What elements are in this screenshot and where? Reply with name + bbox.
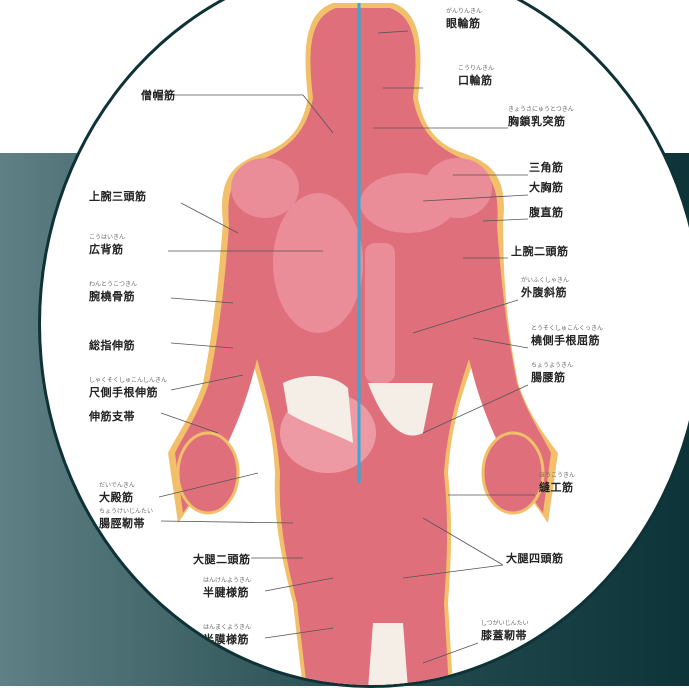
- label-latissimus-dorsi: 広背筋: [89, 241, 124, 257]
- label-quadriceps: 大腿四頭筋: [506, 550, 564, 566]
- furigana-reading: しゃくそくしゅこんしんきん: [89, 375, 167, 384]
- label-sternocleidomastoid: 胸鎖乳突筋: [508, 113, 566, 129]
- label-flexor-carpi-radialis: 橈側手根屈筋: [531, 332, 600, 348]
- label-extensor-retinaculum: 伸筋支帯: [89, 408, 135, 424]
- label-deltoid: 三角筋: [529, 159, 564, 175]
- furigana-reading: しつがいじんたい: [481, 618, 529, 627]
- deltoid-left: [231, 158, 299, 218]
- label-semimembranosus: 半膜様筋: [203, 631, 249, 647]
- left-hand: [178, 433, 238, 513]
- label-orbicularis-oris: 口輪筋: [458, 72, 493, 88]
- latissimus: [273, 193, 363, 333]
- label-extensor-carpi-ulnaris: 尺側手根伸筋: [89, 384, 158, 400]
- label-patellar-ligament: 膝蓋靭帯: [481, 627, 527, 643]
- label-triceps-brachii: 上腕三頭筋: [89, 188, 147, 204]
- label-orbicularis-oculi: 眼輪筋: [446, 15, 481, 31]
- furigana-reading: きょうさにゅうとつきん: [508, 104, 574, 113]
- furigana-reading: ほうこうきん: [539, 470, 575, 479]
- abdominals: [365, 243, 395, 383]
- label-semitendinosus: 半腱様筋: [203, 584, 249, 600]
- furigana-reading: だいでんきん: [99, 480, 135, 489]
- label-gluteus-maximus: 大殿筋: [99, 489, 134, 505]
- label-extensor-digitorum: 総指伸筋: [89, 337, 135, 353]
- right-hand: [483, 433, 543, 513]
- furigana-reading: わんとうこつきん: [89, 279, 137, 288]
- furigana-reading: こうはいきん: [89, 232, 125, 241]
- label-pectoralis-major: 大胸筋: [529, 179, 564, 195]
- label-biceps-femoris: 大腿二頭筋: [193, 551, 251, 567]
- furigana-reading: ちょうけいじんたい: [99, 506, 153, 515]
- label-brachioradialis: 腕橈骨筋: [89, 288, 135, 304]
- label-sartorius: 縫工筋: [539, 479, 574, 495]
- furigana-reading: はんけんようきん: [203, 575, 251, 584]
- label-trapezius: 僧帽筋: [141, 87, 176, 103]
- furigana-reading: ちょうようきん: [531, 360, 573, 369]
- furigana-reading: がいふくしゃきん: [521, 275, 569, 284]
- anatomy-illustration-circle: 眼輪筋 口輪筋 胸鎖乳突筋 三角筋 大胸筋 腹直筋 上腕二頭筋 外腹斜筋 橈側手…: [38, 0, 689, 688]
- furigana-reading: はんまくようきん: [203, 622, 251, 631]
- label-iliopsoas: 腸腰筋: [531, 369, 566, 385]
- knee-tendon: [368, 623, 408, 688]
- furigana-reading: がんりんきん: [446, 6, 482, 15]
- label-iliotibial-band: 腸脛靭帯: [99, 515, 145, 531]
- label-biceps-brachii: 上腕二頭筋: [511, 243, 569, 259]
- furigana-reading: こうりんきん: [458, 63, 494, 72]
- pectoral: [360, 173, 456, 233]
- label-rectus-abdominis: 腹直筋: [529, 204, 564, 220]
- label-external-oblique: 外腹斜筋: [521, 284, 567, 300]
- furigana-reading: とうそくしゅこんくっきん: [531, 323, 603, 332]
